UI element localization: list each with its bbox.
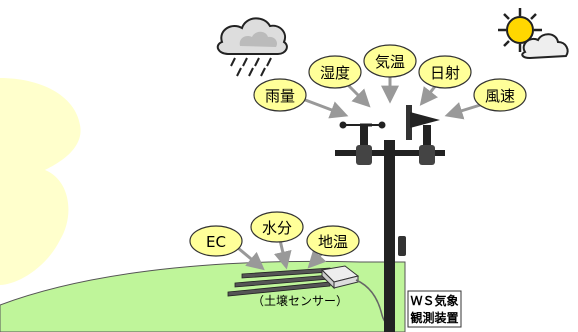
bubble-moisture-label: 水分 [262, 219, 292, 237]
weather-station [335, 105, 445, 332]
bubble-wind: 風速 [473, 78, 527, 112]
bubble-ec: EC [189, 225, 243, 257]
rain-cloud-icon [216, 17, 288, 77]
bubble-solar-label: 日射 [430, 64, 460, 82]
bubble-soil-temp-label: 地温 [318, 233, 348, 251]
bubble-humidity: 湿度 [308, 55, 362, 89]
bubble-temperature-label: 気温 [375, 53, 405, 71]
bubble-solar: 日射 [418, 55, 472, 89]
bubble-soil-temp: 地温 [306, 225, 360, 257]
soil-sensor [227, 265, 396, 329]
bubble-humidity-label: 湿度 [320, 64, 350, 82]
bubble-rainfall: 雨量 [253, 78, 307, 112]
bubble-rainfall-label: 雨量 [265, 87, 295, 105]
bubble-wind-label: 風速 [485, 87, 515, 105]
sensor-caption: （土壌センサー） [252, 294, 348, 308]
station-label-line2: 観測装置 [410, 310, 458, 325]
sun-cloud-icon [498, 8, 569, 60]
bubble-ec-label: EC [206, 233, 226, 251]
station-label-box: ＷＳ気象 観測装置 [407, 290, 462, 328]
background-blob [0, 78, 81, 285]
bubble-temperature: 気温 [363, 44, 417, 78]
bubble-moisture: 水分 [250, 211, 304, 243]
station-label-line1: ＷＳ気象 [410, 293, 458, 308]
